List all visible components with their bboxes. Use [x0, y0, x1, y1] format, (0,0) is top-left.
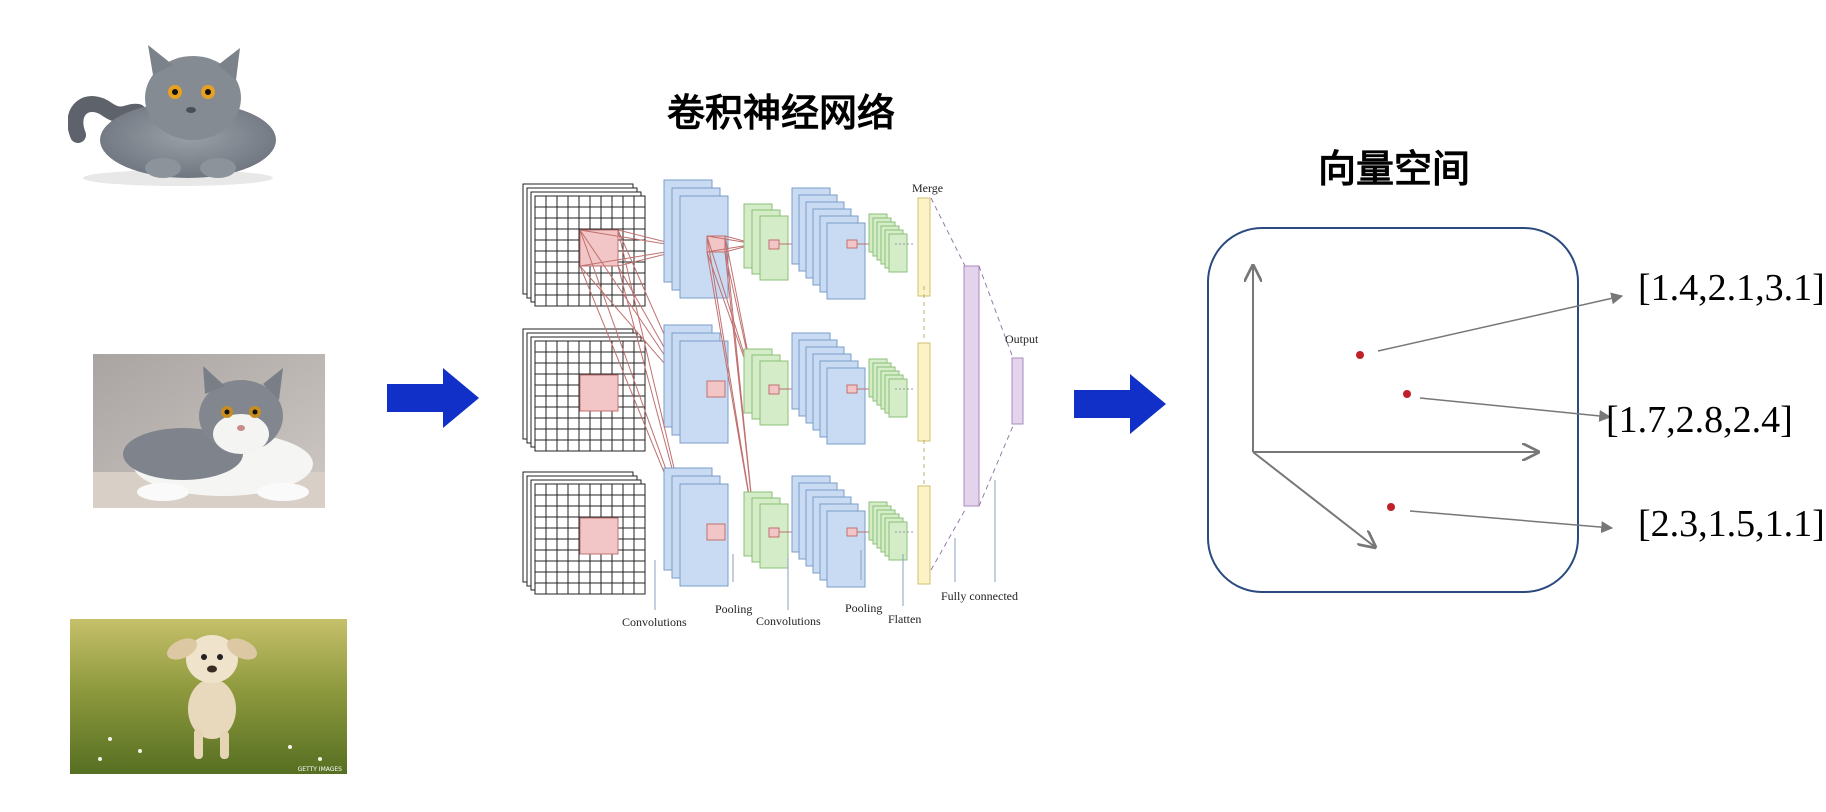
pool2-map-r2-6 [888, 378, 908, 418]
kernel-r3 [579, 517, 619, 555]
conv2-map-r3-6 [826, 510, 866, 588]
vector-point-1 [1356, 351, 1364, 359]
axis-z [1252, 451, 1375, 547]
kernel4-r1 [846, 239, 858, 249]
label-output: Output [1005, 332, 1039, 346]
fully-connected-layer [963, 265, 980, 507]
conv2-map-r1-6 [826, 222, 866, 300]
kernel4-r2 [846, 384, 858, 394]
pool2-map-r1-6 [888, 233, 908, 273]
kernel3-r2 [768, 384, 780, 395]
arrow-to-vector-space [1074, 374, 1166, 434]
label-convolutions-1: Convolutions [622, 615, 687, 629]
output-layer [1011, 357, 1024, 425]
cnn-title: 卷积神经网络 [667, 91, 896, 135]
kernel2-r2 [706, 380, 726, 398]
vector-label-1: [1.4,2.1,3.1] [1638, 267, 1825, 309]
vector-point-3 [1387, 503, 1395, 511]
label-fully-connected: Fully connected [941, 589, 1018, 603]
dog-watermark: GETTY IMAGES [298, 766, 343, 773]
kernel2-r3 [706, 523, 726, 541]
vector-label-2: [1.7,2.8,2.4] [1606, 399, 1793, 441]
kernel4-r3 [846, 527, 858, 537]
vector-label-3: [2.3,1.5,1.1] [1638, 503, 1825, 545]
label-pooling-1: Pooling [715, 602, 752, 616]
label-flatten: Flatten [888, 612, 921, 626]
kernel3-r1 [768, 239, 780, 250]
kernel-r2 [579, 374, 619, 412]
vector-space-frame [1207, 227, 1579, 593]
kernel3-r3 [768, 527, 780, 538]
pointer-3 [1409, 510, 1614, 534]
cnn-architecture-diagram: Merge Output Convolutions Pooling Convol… [522, 179, 1039, 629]
photo-dog: GETTY IMAGES [70, 619, 347, 774]
pointer-1 [1377, 292, 1624, 352]
label-merge: Merge [912, 181, 943, 195]
vector-space-title: 向量空间 [1318, 147, 1471, 191]
photo-cat-bicolor [93, 354, 325, 508]
pool2-map-r3-6 [888, 521, 908, 561]
flatten-vector-r2 [917, 342, 931, 442]
vector-space-diagram [1207, 227, 1624, 593]
label-convolutions-2: Convolutions [756, 614, 821, 628]
label-pooling-2: Pooling [845, 601, 882, 615]
kernel2-r1 [706, 235, 726, 253]
pointer-2 [1419, 397, 1612, 422]
flatten-vector-r1 [917, 197, 931, 297]
photo-cat-gray [68, 40, 283, 188]
arrow-to-cnn [387, 368, 479, 428]
conv2-map-r2-6 [826, 367, 866, 445]
flatten-vector-r3 [917, 485, 931, 585]
vector-point-2 [1403, 390, 1411, 398]
